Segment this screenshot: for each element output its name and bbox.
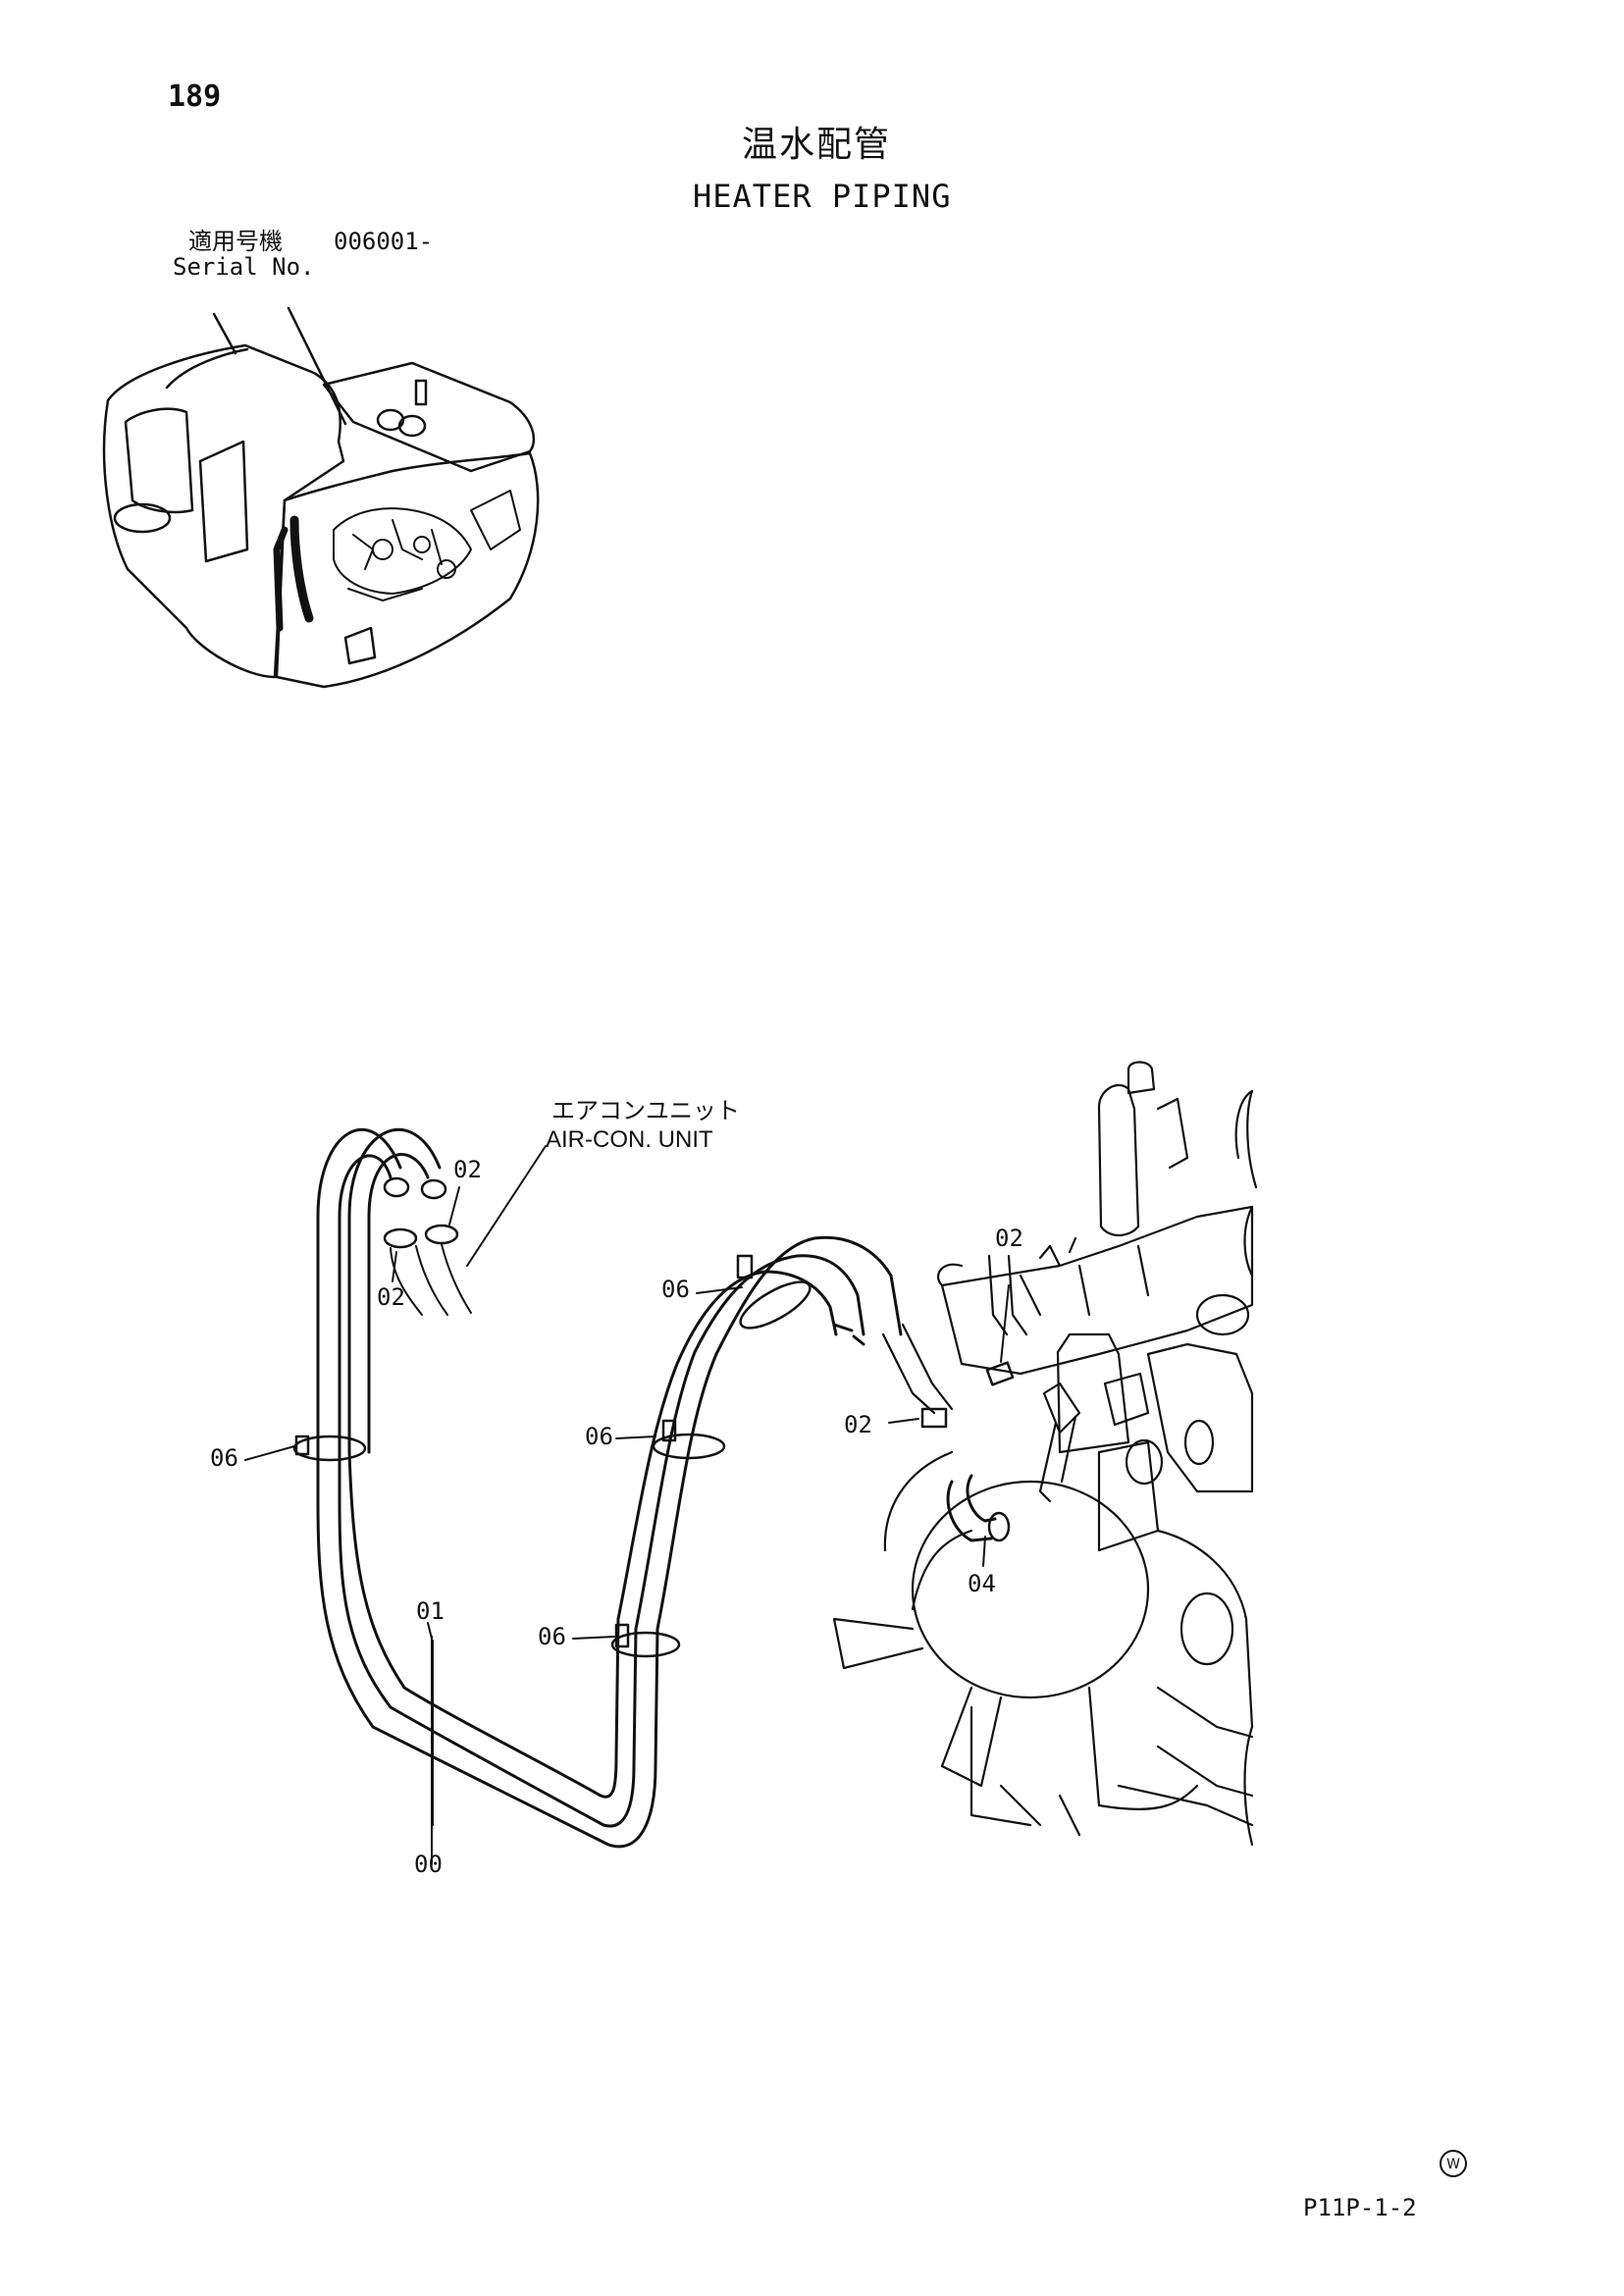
serial-number-value: 006001- bbox=[334, 228, 434, 255]
hose-rise-third bbox=[616, 1270, 838, 1621]
part-label-06-lower: 06 bbox=[538, 1623, 566, 1650]
hose-00-vertical bbox=[347, 1215, 371, 1454]
exhaust-stack bbox=[414, 379, 428, 406]
clamp-06-top bbox=[739, 1280, 812, 1330]
cab-front-window bbox=[124, 407, 194, 514]
hose-clamp-02-left bbox=[383, 1227, 418, 1249]
aircon-unit-label-japanese: エアコンユニット bbox=[551, 1097, 740, 1124]
heater-hose-assembly bbox=[292, 1127, 1015, 1849]
callout-leader-lines bbox=[244, 1145, 1010, 1865]
rear-body-outline bbox=[275, 451, 540, 689]
aircon-leader bbox=[466, 1145, 547, 1267]
part-label-06-middle: 06 bbox=[585, 1423, 613, 1450]
cab-step-light bbox=[113, 502, 172, 534]
clamp-06-left-tab bbox=[294, 1435, 310, 1456]
filler-cap-2 bbox=[397, 414, 427, 438]
excavator-overview-illustration bbox=[102, 306, 540, 689]
serial-label-japanese: 適用号機 bbox=[188, 228, 283, 255]
part-label-06-upper: 06 bbox=[661, 1276, 690, 1303]
hose-lower-inner bbox=[347, 1450, 620, 1799]
hose-rise-outer bbox=[655, 1235, 903, 1631]
cab-side-window bbox=[198, 440, 249, 563]
part-label-00: 00 bbox=[414, 1851, 443, 1878]
page-number: 189 bbox=[168, 79, 222, 114]
part-label-02-top-left: 02 bbox=[377, 1283, 405, 1311]
clamp-06-lower-tab bbox=[614, 1623, 630, 1648]
hose-00-outer-top bbox=[347, 1127, 442, 1219]
cab-outline bbox=[102, 343, 345, 679]
clamp-02-engine-mid bbox=[920, 1407, 948, 1429]
engine-bay-detail bbox=[273, 490, 521, 632]
circled-w-mark: W bbox=[1440, 2150, 1467, 2177]
hose-01-inner-left bbox=[338, 1154, 393, 1503]
part-label-06-left: 06 bbox=[210, 1444, 238, 1472]
hose-rise-inner bbox=[634, 1254, 865, 1631]
elbow-nut-04 bbox=[987, 1511, 1011, 1542]
engine-illustration bbox=[832, 1061, 1258, 1847]
page-title-japanese: 温水配管 bbox=[742, 125, 892, 165]
cab-roof-line bbox=[165, 347, 249, 390]
clamp-06-upper-mid bbox=[652, 1433, 726, 1460]
clamp-06-upper-mid-tab bbox=[661, 1419, 677, 1442]
part-label-02-top-right: 02 bbox=[453, 1156, 482, 1183]
page-code: P11P-1-2 bbox=[1303, 2194, 1417, 2221]
serial-label-english: Serial No. bbox=[173, 253, 315, 281]
rear-light-box bbox=[343, 626, 377, 665]
part-label-02-engine-mid: 02 bbox=[844, 1411, 872, 1438]
hose-00-inner-top bbox=[367, 1153, 430, 1219]
circled-w-letter: W bbox=[1446, 2157, 1460, 2172]
part-label-02-engine-top: 02 bbox=[995, 1225, 1023, 1252]
hose-end-01 bbox=[383, 1176, 410, 1198]
hose-end-00 bbox=[420, 1178, 447, 1200]
hose-clamp-02-right bbox=[424, 1224, 459, 1245]
aircon-pipe-stubs bbox=[390, 1243, 472, 1316]
part-label-04: 04 bbox=[968, 1570, 996, 1597]
page-title-english: HEATER PIPING bbox=[693, 178, 952, 215]
clamp-06-lower bbox=[610, 1631, 681, 1658]
clamp-02-engine-top bbox=[985, 1361, 1015, 1386]
elbow-fitting-04 bbox=[946, 1474, 997, 1542]
engine-cover-outline bbox=[322, 361, 536, 473]
part-label-01: 01 bbox=[416, 1597, 445, 1625]
serial-leader-line-2 bbox=[287, 306, 347, 426]
hose-01-outer-left bbox=[316, 1127, 402, 1503]
aircon-unit-label-english: AIR-CON. UNIT bbox=[546, 1126, 713, 1153]
clamp-06-left bbox=[292, 1435, 367, 1462]
hose-lower-middle bbox=[338, 1499, 638, 1828]
clamp-06-top-tab bbox=[736, 1254, 754, 1279]
hose-lower-outer bbox=[316, 1499, 659, 1849]
